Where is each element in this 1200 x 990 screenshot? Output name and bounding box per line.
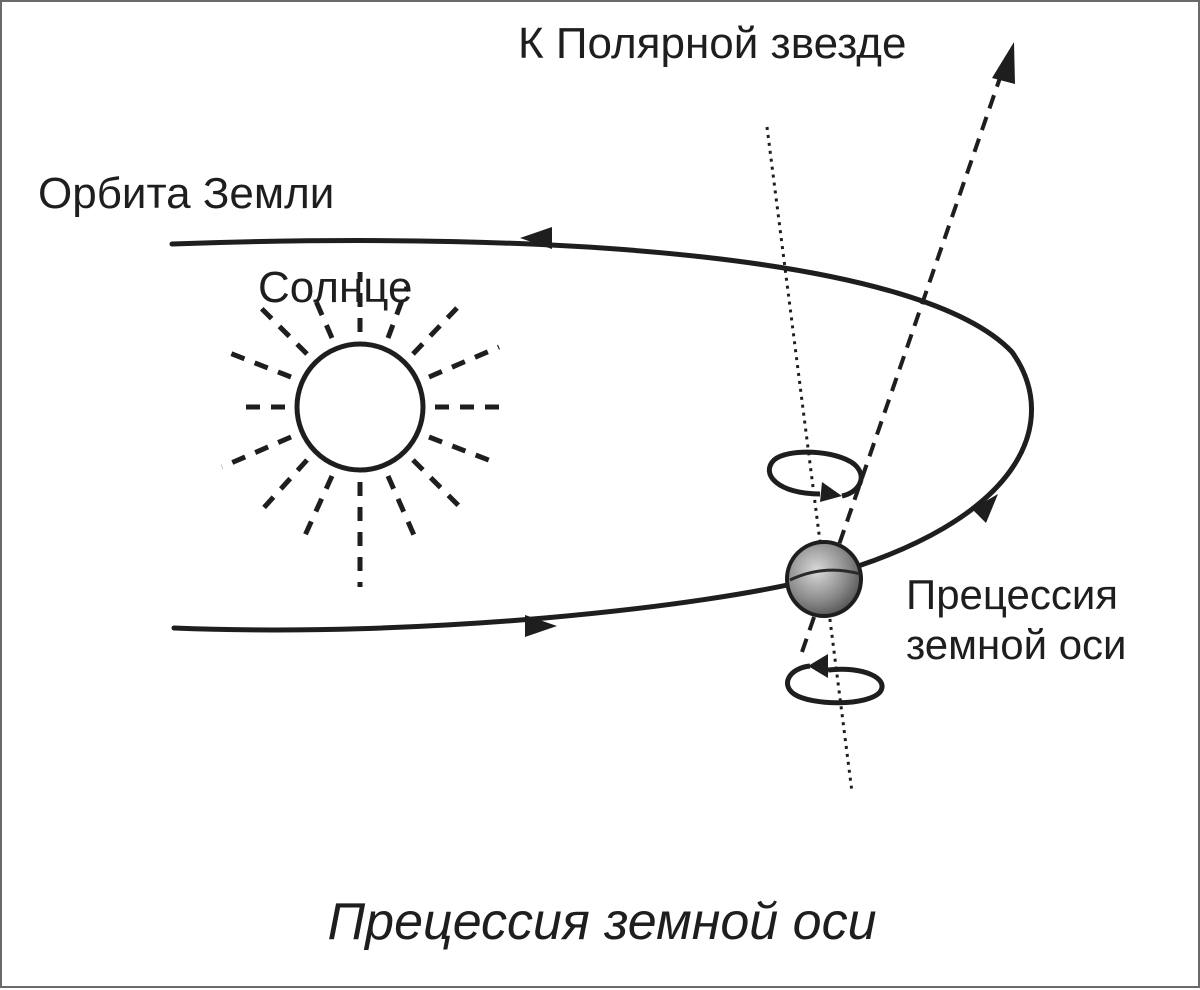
rotation-loop-bottom-icon xyxy=(785,654,885,706)
label-precession: Прецессия земной оси xyxy=(906,570,1127,671)
rotation-loop-top-icon xyxy=(766,449,864,502)
orbit-arrow-bottom-icon xyxy=(525,615,557,637)
earth-icon xyxy=(785,540,863,618)
orbit-arrow-right-icon xyxy=(972,494,998,523)
sun-icon xyxy=(221,272,502,587)
label-sun: Солнце xyxy=(258,263,413,312)
label-precession-line2: земной оси xyxy=(906,621,1127,669)
polaris-arrow-icon xyxy=(992,42,1015,84)
diagram-caption: Прецессия земной оси xyxy=(327,893,877,951)
earth-orbit xyxy=(169,238,1034,633)
label-to-polaris: К Полярной звезде xyxy=(518,19,907,68)
label-precession-line1: Прецессия xyxy=(906,571,1119,618)
earth-axis-dotted xyxy=(765,126,854,793)
orbit-arrow-top-icon xyxy=(520,227,552,249)
label-earth-orbit: Орбита Земли xyxy=(38,169,335,218)
